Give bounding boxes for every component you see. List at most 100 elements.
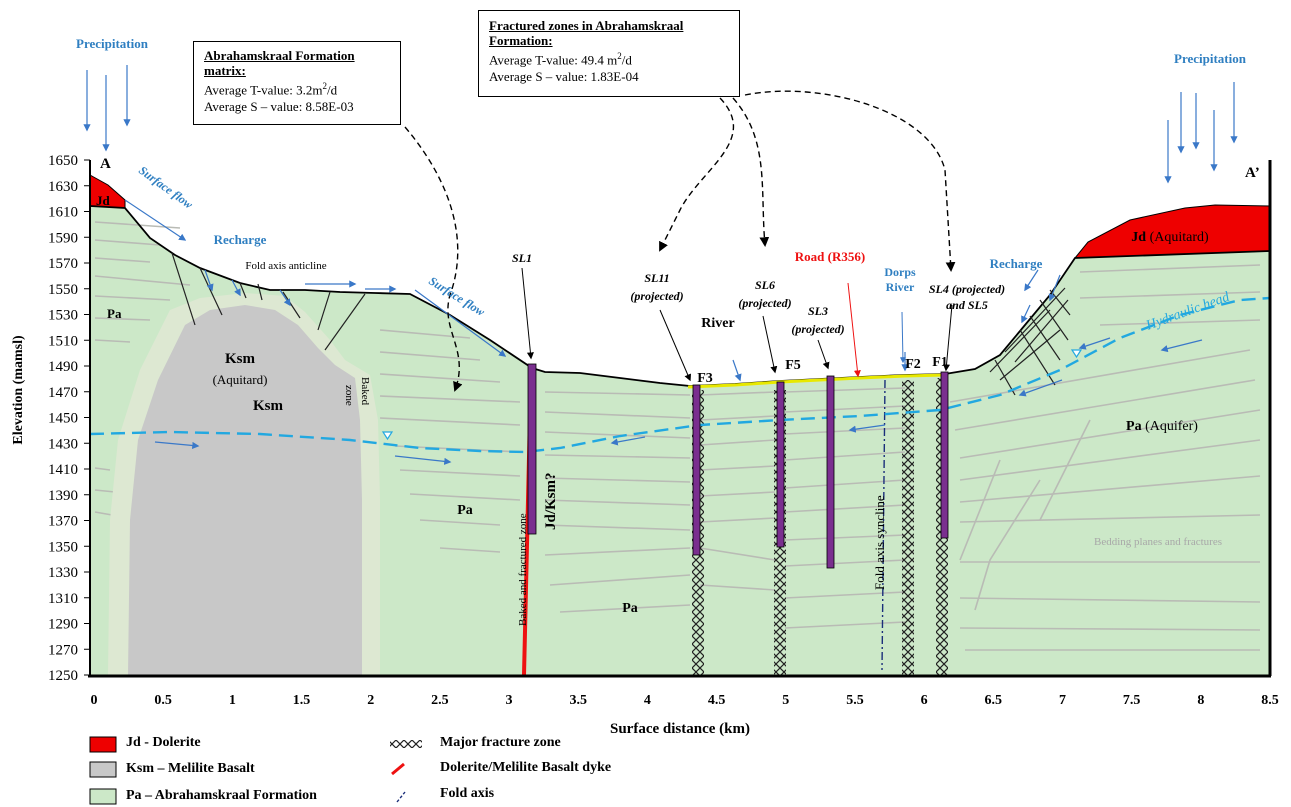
legend-fold-label: Fold axis (440, 786, 495, 801)
precipitation-right-label: Precipitation (1174, 51, 1247, 66)
fracture-zone-f2 (902, 380, 914, 675)
section-a-label: A (100, 156, 111, 172)
y-tick-label: 1270 (48, 642, 78, 658)
legend-jd-label: Jd - Dolerite (126, 735, 201, 750)
info-pointer-lines (404, 90, 956, 392)
surface-fractures (171, 252, 1071, 396)
section-a-prime-label: A’ (1245, 165, 1260, 181)
recharge-label-right: Recharge (990, 256, 1043, 271)
x-tick-label: 6.5 (985, 693, 1003, 708)
precipitation-left-label: Precipitation (76, 36, 149, 51)
y-tick-label: 1450 (48, 411, 78, 427)
x-axis-title: Surface distance (km) (610, 721, 750, 737)
legend-pa-swatch (89, 788, 117, 805)
baked-fractured-label: Baked and fractured zone (517, 513, 529, 626)
pa-aquifer-label: Pa (Aquifer) (1126, 419, 1198, 434)
legend-fracture-swatch (390, 740, 422, 748)
recharge-label-left: Recharge (214, 232, 267, 247)
f1-label: F1 (932, 355, 948, 370)
y-tick-label: 1590 (48, 230, 78, 246)
f5-label: F5 (785, 358, 801, 373)
x-tick-label: 5 (782, 693, 789, 708)
pa-label-mid2: Pa (622, 601, 638, 616)
ksm-melilite-basalt (128, 305, 362, 675)
jd-ksm-label: Jd/Ksm? (543, 472, 559, 530)
matrix-t-prefix: Average T-value: 3.2m (204, 82, 323, 98)
pa-aquifer-code: Pa (1126, 419, 1142, 434)
jd-right-label: Jd (Aquitard) (1131, 230, 1209, 245)
y-tick-label: 1410 (48, 462, 78, 478)
bedding-lines (94, 221, 1261, 651)
fractured-heading-2: Formation: (489, 33, 553, 48)
x-tick-label: 0.5 (154, 693, 172, 708)
surface-flow-label-left: Surface flow (136, 163, 196, 212)
x-tick-label: 8 (1197, 693, 1204, 708)
dorps-river-label-2: River (886, 280, 915, 294)
road-label: Road (R356) (795, 249, 865, 264)
matrix-t-suffix: /d (327, 82, 338, 98)
fold-anticline-label: Fold axis anticline (245, 260, 326, 272)
x-tick-label: 3 (506, 693, 513, 708)
legend-dyke-swatch (391, 762, 405, 776)
x-tick-label: 4.5 (708, 693, 726, 708)
y-tick-label: 1470 (48, 385, 78, 401)
pa-aquifer-suffix: (Aquifer) (1142, 419, 1199, 434)
matrix-t-value: Average T-value: 3.2m2/d (204, 81, 338, 98)
boreholes (527, 363, 949, 569)
x-tick-label: 2 (367, 693, 374, 708)
pa-label-left: Pa (107, 306, 122, 321)
label-pointer-arrows (521, 267, 953, 382)
sl4-label-2: and SL5 (946, 298, 988, 312)
fractured-t-suffix: /d (621, 52, 632, 68)
recharge-arrows (204, 269, 1061, 382)
pa-formation-area (90, 206, 1270, 675)
road-pointer-arrow (847, 282, 861, 378)
pa-label-mid1: Pa (457, 503, 473, 518)
x-tick-label: 7.5 (1123, 693, 1141, 708)
y-tick-label: 1430 (48, 436, 78, 452)
sl4-label-1: SL4 (projected) (929, 282, 1005, 296)
y-tick-label: 1630 (48, 179, 78, 195)
y-tick-label: 1390 (48, 488, 78, 504)
sl11-label-1: SL11 (644, 271, 669, 285)
fold-axis-syncline-line (881, 379, 886, 671)
sl1-label: SL1 (512, 251, 532, 265)
precipitation-arrows (83, 65, 1238, 184)
y-tick-label: 1370 (48, 514, 78, 530)
baked-zone-label-1: Baked (359, 377, 371, 406)
y-tick-label: 1310 (48, 591, 78, 607)
borehole-f1 (940, 371, 949, 539)
y-tick-label: 1650 (48, 153, 78, 169)
legend-jd-swatch (89, 736, 117, 753)
y-tick-label: 1610 (48, 205, 78, 221)
ksm-label-1: Ksm (225, 351, 256, 367)
y-ticks: 1650163016101590157015501530151014901470… (48, 153, 90, 684)
sl6-label-1: SL6 (755, 278, 775, 292)
legend-pa-label: Pa – Abrahamskraal Formation (126, 788, 317, 803)
dorps-river-label-1: Dorps (884, 265, 916, 279)
y-tick-label: 1350 (48, 539, 78, 555)
y-tick-label: 1290 (48, 617, 78, 633)
matrix-heading-1: Abrahamskraal Formation (204, 48, 355, 63)
fractured-s-value: Average S – value: 1.83E-04 (489, 69, 639, 85)
f3-label: F3 (697, 371, 713, 386)
y-tick-label: 1250 (48, 668, 78, 684)
y-tick-label: 1570 (48, 256, 78, 272)
fractured-heading-1: Fractured zones in Abrahamskraal (489, 18, 684, 33)
ksm-aquitard-label: (Aquitard) (213, 372, 268, 387)
water-table-marker-right (1070, 349, 1083, 359)
fold-syncline-label: Fold axis syncline (872, 495, 887, 590)
jd-right-code: Jd (1131, 230, 1146, 245)
jd-left-label: Jd (96, 193, 111, 208)
x-tick-label: 4 (644, 693, 651, 708)
f2-label: F2 (905, 357, 921, 372)
sl3-label-1: SL3 (808, 304, 828, 318)
fractured-info-box: Fractured zones in Abrahamskraal Formati… (478, 10, 740, 97)
y-tick-label: 1510 (48, 333, 78, 349)
y-tick-label: 1530 (48, 308, 78, 324)
y-tick-label: 1330 (48, 565, 78, 581)
y-tick-label: 1550 (48, 282, 78, 298)
fractured-t-prefix: Average T-value: 49.4 m (489, 52, 618, 68)
